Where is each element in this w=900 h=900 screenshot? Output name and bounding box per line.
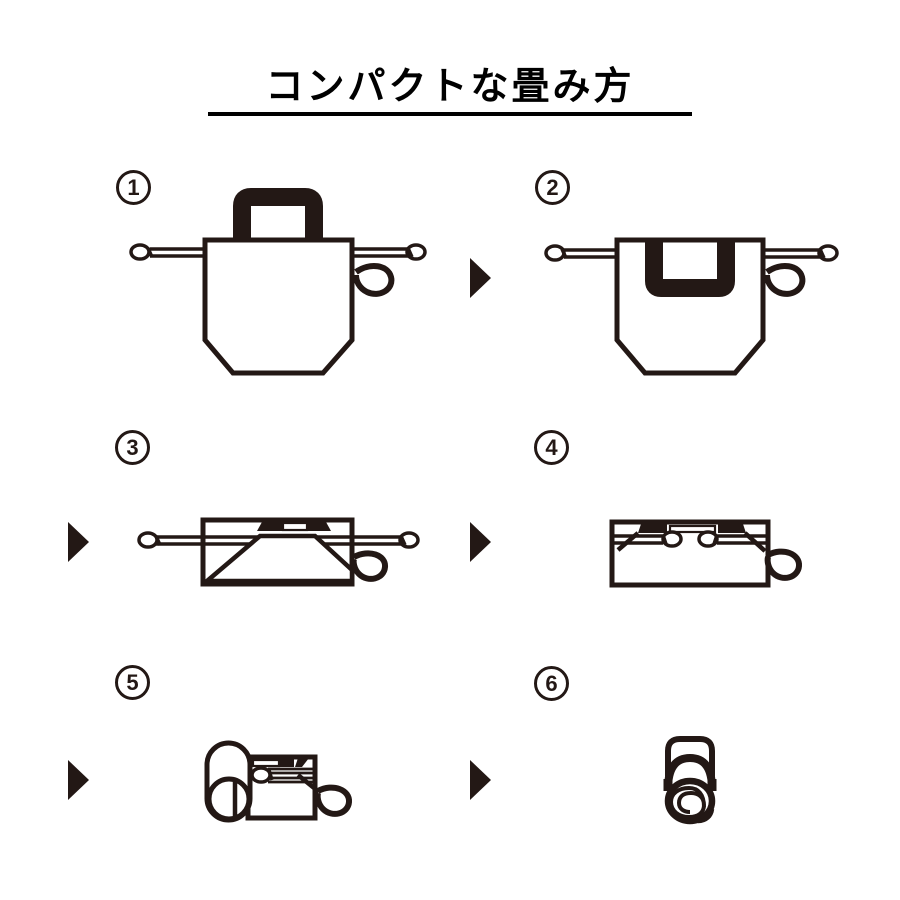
drawstring-right	[352, 247, 408, 258]
fold-panel	[200, 533, 355, 584]
handle-slot	[281, 521, 309, 532]
bag-body	[202, 237, 355, 376]
drawstring-right	[717, 534, 768, 545]
drawstring-knot-left	[129, 243, 151, 261]
bag-handle	[233, 188, 323, 248]
roll-spiral	[668, 785, 707, 820]
bag-body	[614, 237, 766, 376]
side-loop	[764, 263, 806, 297]
step-4-illustration	[609, 519, 802, 588]
securing-loop	[665, 736, 715, 788]
step-2-number-badge: 2	[535, 170, 570, 205]
step-1-number-badge: 1	[116, 170, 151, 205]
side-loop	[353, 263, 395, 297]
page-title: コンパクトな畳み方	[265, 66, 635, 108]
roll-tail	[697, 808, 715, 824]
step-5-illustration	[204, 740, 352, 823]
step-2-illustration	[544, 237, 839, 376]
drawstring-left	[150, 247, 205, 258]
step-1-illustration	[129, 188, 427, 376]
drawstring-knot-left	[544, 244, 566, 262]
side-loop	[350, 550, 388, 582]
arrow-right-icon	[470, 760, 491, 800]
handle-edge-left	[638, 524, 667, 533]
side-loop	[314, 784, 352, 817]
folded-handle	[645, 240, 735, 297]
drawstring-knot-left	[137, 531, 159, 549]
arrow-right-icon	[470, 258, 491, 298]
step-5-number-badge: 5	[115, 665, 150, 700]
title-underline	[208, 112, 692, 116]
handle-slot	[668, 524, 717, 534]
fold-line	[296, 773, 321, 794]
step-3-illustration	[137, 517, 420, 587]
drawstring-left	[564, 248, 617, 259]
step-6-illustration	[663, 736, 717, 825]
drawstring-left	[612, 534, 663, 545]
handle-edge-right	[308, 522, 331, 531]
step-3-number-badge: 3	[115, 430, 150, 465]
step-6-number-badge: 6	[534, 666, 569, 701]
arrow-right-icon	[68, 760, 89, 800]
handle-edge-left	[257, 522, 282, 531]
roll-end	[206, 776, 252, 822]
side-loop	[764, 548, 802, 581]
arrow-right-icon	[470, 522, 491, 562]
handle-edge	[280, 758, 294, 767]
drawstring-knot	[250, 766, 272, 784]
handle-slot	[251, 758, 281, 768]
arrow-right-icon	[68, 522, 89, 562]
drawstring-right	[763, 248, 820, 259]
drawstring	[268, 767, 315, 784]
step-4-number-badge: 4	[534, 430, 569, 465]
handle-edge-wedge	[295, 758, 309, 767]
handle-edge-right	[718, 524, 746, 533]
roll-back-rim	[664, 753, 716, 790]
